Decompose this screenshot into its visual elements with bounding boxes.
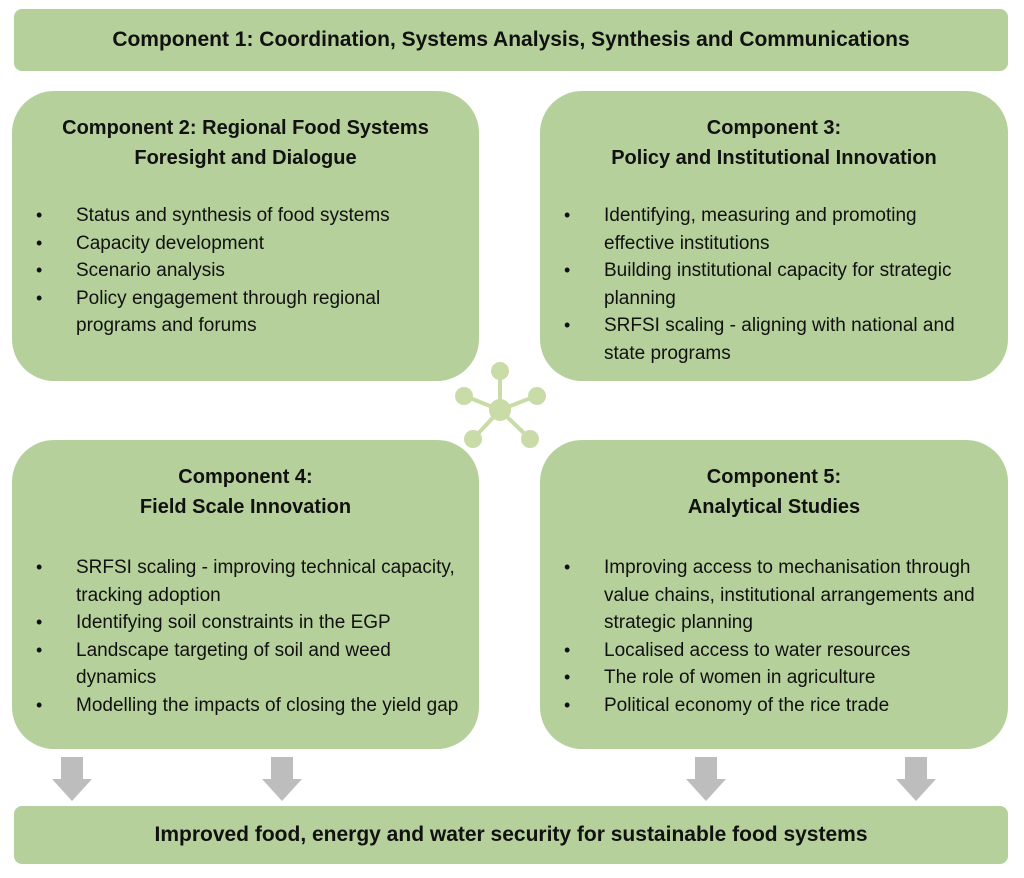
list-item: •Status and synthesis of food systems bbox=[12, 202, 461, 230]
component-3-title: Component 3: Policy and Institutional In… bbox=[540, 113, 1008, 173]
component-5-title: Component 5: Analytical Studies bbox=[540, 462, 1008, 522]
list-item: •Capacity development bbox=[12, 230, 461, 258]
component-1-banner: Component 1: Coordination, Systems Analy… bbox=[14, 9, 1008, 71]
component-2-title-line-1: Component 2: Regional Food Systems bbox=[62, 117, 429, 139]
bullet-icon: • bbox=[564, 639, 571, 660]
list-item: •Identifying, measuring and promoting ef… bbox=[540, 202, 990, 257]
outcome-label: Improved food, energy and water security… bbox=[154, 823, 868, 846]
bullet-icon: • bbox=[564, 205, 571, 225]
component-5-list: •Improving access to mechanisation throu… bbox=[540, 554, 1008, 719]
component-2-title-line-2: Foresight and Dialogue bbox=[134, 147, 357, 169]
bullet-icon: • bbox=[564, 694, 571, 715]
list-item: •Building institutional capacity for str… bbox=[540, 257, 990, 312]
list-item: •Improving access to mechanisation throu… bbox=[540, 554, 990, 637]
component-4-title-line-2: Field Scale Innovation bbox=[139, 496, 352, 518]
network-hub-icon bbox=[450, 360, 550, 457]
down-arrow-icon bbox=[262, 757, 302, 806]
bullet-icon: • bbox=[36, 694, 43, 715]
list-item: •SRFSI scaling - aligning with national … bbox=[540, 312, 990, 367]
bullet-icon: • bbox=[36, 287, 43, 308]
component-5-title-line-1: Component 5: bbox=[706, 466, 842, 488]
component-3-box: Component 3: Policy and Institutional In… bbox=[540, 91, 1008, 381]
list-item: •Landscape targeting of soil and weed dy… bbox=[12, 637, 461, 692]
bullet-icon: • bbox=[36, 557, 43, 577]
bullet-icon: • bbox=[564, 315, 571, 335]
bullet-icon: • bbox=[36, 232, 43, 253]
component-2-title: Component 2: Regional Food Systems Fores… bbox=[12, 113, 479, 173]
bullet-icon: • bbox=[36, 260, 43, 280]
list-item: •Political economy of the rice trade bbox=[540, 692, 990, 720]
component-3-list: •Identifying, measuring and promoting ef… bbox=[540, 202, 1008, 367]
component-4-box: Component 4: Field Scale Innovation •SRF… bbox=[12, 440, 479, 749]
bullet-icon: • bbox=[36, 205, 43, 225]
down-arrow-icon bbox=[686, 757, 726, 806]
outcome-banner: Improved food, energy and water security… bbox=[14, 806, 1008, 864]
component-3-title-line-2: Policy and Institutional Innovation bbox=[611, 147, 937, 169]
component-1-label: Component 1: Coordination, Systems Analy… bbox=[112, 28, 910, 51]
list-item: •The role of women in agriculture bbox=[540, 664, 990, 692]
list-item: •Policy engagement through regional prog… bbox=[12, 285, 461, 340]
list-item: •Localised access to water resources bbox=[540, 637, 990, 665]
list-item: •Identifying soil constraints in the EGP bbox=[12, 609, 461, 637]
component-2-list: •Status and synthesis of food systems •C… bbox=[12, 202, 479, 340]
list-item: •Scenario analysis bbox=[12, 257, 461, 285]
bullet-icon: • bbox=[564, 667, 571, 687]
bullet-icon: • bbox=[564, 557, 571, 577]
list-item: •SRFSI scaling - improving technical cap… bbox=[12, 554, 461, 609]
component-5-title-line-2: Analytical Studies bbox=[687, 496, 861, 518]
component-2-box: Component 2: Regional Food Systems Fores… bbox=[12, 91, 479, 381]
component-5-box: Component 5: Analytical Studies •Improvi… bbox=[540, 440, 1008, 749]
list-item: •Modelling the impacts of closing the yi… bbox=[12, 692, 461, 720]
component-4-title: Component 4: Field Scale Innovation bbox=[12, 462, 479, 522]
component-3-title-line-1: Component 3: bbox=[706, 117, 842, 139]
bullet-icon: • bbox=[36, 639, 43, 660]
component-4-list: •SRFSI scaling - improving technical cap… bbox=[12, 554, 479, 719]
down-arrow-icon bbox=[52, 757, 92, 806]
down-arrow-icon bbox=[896, 757, 936, 806]
bullet-icon: • bbox=[36, 612, 43, 632]
bullet-icon: • bbox=[564, 260, 571, 280]
component-4-title-line-1: Component 4: bbox=[178, 466, 313, 488]
